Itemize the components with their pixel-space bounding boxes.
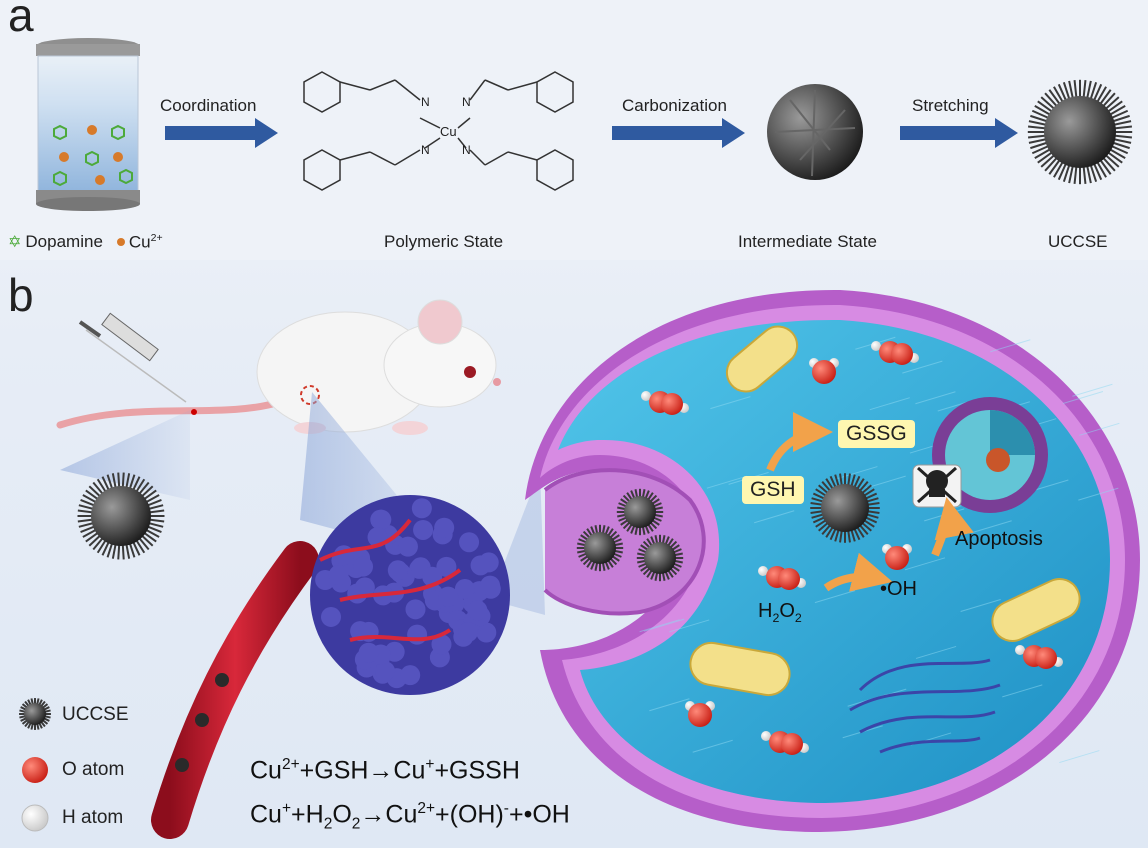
- dopamine-icon: ✡: [8, 232, 21, 252]
- equation-1: Cu2++GSH→Cu++GSSH: [250, 756, 520, 785]
- molecule-n1: N: [421, 95, 430, 109]
- uccse-particle-in-vesicle: [577, 525, 623, 571]
- legend-uccse-label: UCCSE: [62, 704, 129, 726]
- copper-ion-label: Cu2+: [129, 232, 163, 253]
- apoptosis-label: Apoptosis: [955, 528, 1043, 551]
- legend-icons: [19, 698, 51, 831]
- panel-label-a: a: [8, 0, 34, 42]
- equation-2: Cu++H2O2→Cu2++(OH)-+•OH: [250, 800, 570, 833]
- h2o2-label: H2O2: [758, 600, 802, 625]
- molecule-cu: Cu: [440, 124, 457, 139]
- step-coordination: Coordination: [160, 96, 256, 116]
- intermediate-state-label: Intermediate State: [738, 232, 877, 252]
- gsh-label: GSH: [742, 476, 804, 504]
- synthesis-legend: ✡ Dopamine Cu2+: [8, 232, 163, 253]
- dopamine-label: Dopamine: [25, 232, 103, 252]
- step-carbonization: Carbonization: [622, 96, 727, 116]
- o-atom-icon: [22, 757, 48, 783]
- gssg-label: GSSG: [838, 420, 915, 448]
- molecule-n2: N: [421, 143, 430, 157]
- legend-o-atom-label: O atom: [62, 759, 124, 781]
- uccse-state-label: UCCSE: [1048, 232, 1108, 252]
- reaction-vial: [36, 38, 140, 211]
- polymeric-state-label: Polymeric State: [384, 232, 503, 252]
- molecule-n3: N: [462, 95, 471, 109]
- skull-icon: [913, 465, 961, 507]
- uccse-legend-icon: [19, 698, 51, 730]
- mouse-illustration: [60, 300, 501, 435]
- legend-h-atom-label: H atom: [62, 807, 123, 829]
- panel-label-b: b: [8, 268, 34, 322]
- syringe-illustration: [80, 313, 197, 415]
- uccse-particle-in-vesicle: [617, 489, 663, 535]
- intermediate-state-particle: [767, 84, 863, 180]
- hydroxyl-radical-label: •OH: [880, 578, 917, 601]
- h-atom-icon: [22, 805, 48, 831]
- step-stretching: Stretching: [912, 96, 989, 116]
- tumor: [310, 495, 510, 695]
- uccse-particle-in-vesicle: [637, 535, 683, 581]
- molecule-n4: N: [462, 143, 471, 157]
- copper-ion-icon: [117, 238, 125, 246]
